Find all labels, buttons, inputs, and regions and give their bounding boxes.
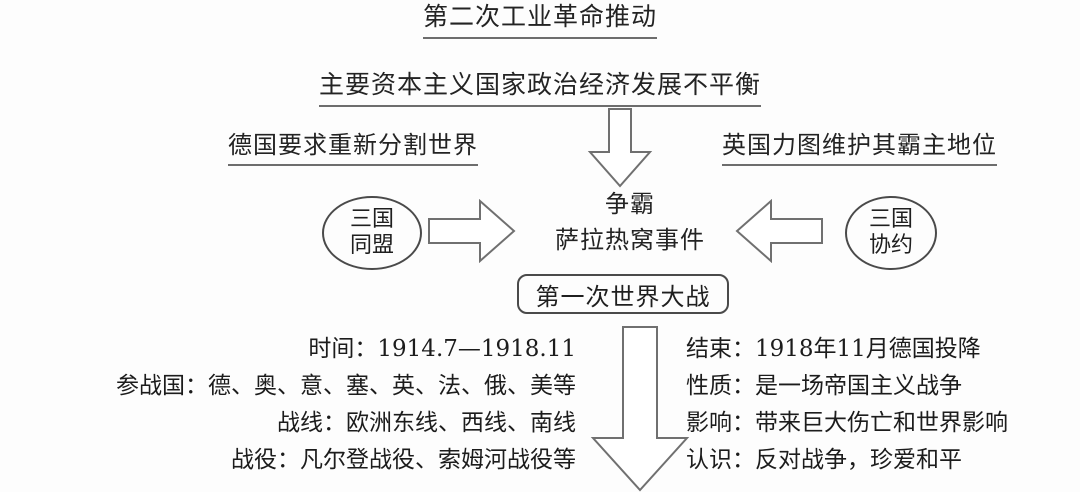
detail-row: 影响：带来巨大伤亡和世界影响 bbox=[686, 410, 1008, 436]
diagram-subtitle-text: 主要资本主义国家政治经济发展不平衡 bbox=[318, 70, 761, 107]
detail-row: 性质：是一场帝国主义战争 bbox=[686, 373, 962, 399]
detail-row: 战役：凡尔登战役、索姆河战役等 bbox=[231, 447, 576, 473]
node-triple-alliance-line1: 三国 bbox=[349, 207, 394, 232]
diagram-title: 第二次工业革命推动 bbox=[0, 2, 1080, 39]
arrow-right-icon bbox=[428, 199, 516, 263]
cause-label-britain: 英国力图维护其霸主地位 bbox=[722, 131, 997, 166]
node-triple-alliance-line2: 同盟 bbox=[349, 233, 394, 258]
node-triple-alliance: 三国 同盟 bbox=[322, 196, 422, 270]
center-conflict-line2: 萨拉热窝事件 bbox=[555, 226, 705, 254]
node-triple-entente: 三国 协约 bbox=[845, 196, 937, 270]
detail-row: 参战国：德、奥、意、塞、英、法、俄、美等 bbox=[116, 373, 576, 399]
arrow-left-icon bbox=[735, 199, 823, 263]
center-conflict-line1: 争霸 bbox=[605, 190, 655, 218]
node-triple-entente-line2: 协约 bbox=[868, 233, 913, 258]
box-world-war-one-text: 第一次世界大战 bbox=[535, 282, 711, 311]
box-world-war-one: 第一次世界大战 bbox=[517, 274, 729, 314]
detail-row: 结束：1918年11月德国投降 bbox=[686, 336, 981, 362]
arrow-down-bottom-icon bbox=[590, 326, 690, 492]
cause-label-germany: 德国要求重新分割世界 bbox=[228, 131, 478, 166]
detail-row: 时间：1914.7—1918.11 bbox=[308, 336, 576, 362]
center-conflict-text: 争霸 萨拉热窝事件 bbox=[515, 186, 745, 258]
diagram-title-text: 第二次工业革命推动 bbox=[422, 2, 657, 39]
detail-row: 战线：欧洲东线、西线、南线 bbox=[277, 410, 576, 436]
node-triple-entente-line1: 三国 bbox=[868, 207, 913, 232]
diagram-subtitle: 主要资本主义国家政治经济发展不平衡 bbox=[0, 70, 1080, 107]
details-left-column: 时间：1914.7—1918.11 参战国：德、奥、意、塞、英、法、俄、美等 战… bbox=[0, 331, 590, 479]
detail-row: 认识：反对战争，珍爱和平 bbox=[686, 447, 962, 473]
arrow-down-top-icon bbox=[586, 108, 654, 188]
cause-label-germany-text: 德国要求重新分割世界 bbox=[228, 131, 478, 166]
details-right-column: 结束：1918年11月德国投降 性质：是一场帝国主义战争 影响：带来巨大伤亡和世… bbox=[686, 331, 1008, 479]
cause-label-britain-text: 英国力图维护其霸主地位 bbox=[722, 131, 997, 166]
